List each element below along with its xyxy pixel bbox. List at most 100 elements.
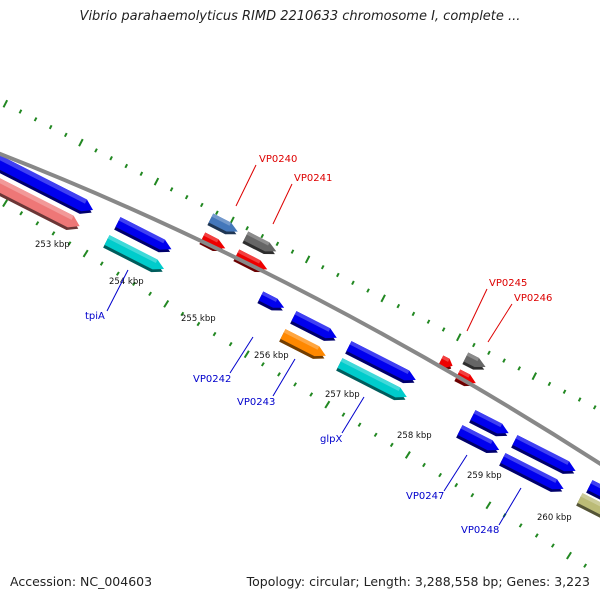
tick-mark <box>33 117 38 122</box>
tick-mark <box>2 99 9 108</box>
tick-mark <box>82 249 89 258</box>
leader-line <box>106 269 129 312</box>
topology-summary: Topology: circular; Length: 3,288,558 bp… <box>246 574 590 589</box>
leader-line <box>272 183 293 225</box>
tick-mark <box>487 350 491 356</box>
tick-mark <box>389 442 394 448</box>
gene-label[interactable]: VP0247 <box>406 491 444 502</box>
tick-marks <box>2 99 597 568</box>
kbp-label: 260 kbp <box>537 513 572 523</box>
kbp-label: 258 kbp <box>397 431 432 441</box>
gene-arrow[interactable] <box>511 435 578 478</box>
leader-line <box>272 358 296 397</box>
gene-arrow[interactable] <box>279 329 328 363</box>
tick-mark <box>243 350 250 359</box>
tick-mark <box>518 523 523 528</box>
tick-mark <box>180 311 185 317</box>
tick-mark <box>583 563 588 568</box>
leader-line <box>229 336 254 374</box>
tick-mark <box>48 124 53 130</box>
gene-arrow[interactable] <box>242 231 278 259</box>
kbp-label: 256 kbp <box>254 351 289 361</box>
tick-mark <box>502 358 506 363</box>
tick-mark <box>304 255 311 264</box>
gene-arrows <box>0 154 600 524</box>
tick-mark <box>99 261 104 266</box>
tick-mark <box>438 472 443 478</box>
tick-mark <box>245 226 249 231</box>
tick-mark <box>139 171 144 177</box>
tick-mark <box>18 109 23 114</box>
tick-mark <box>51 231 56 236</box>
tick-mark <box>148 291 153 297</box>
gene-arrow[interactable] <box>336 358 409 405</box>
tick-mark <box>67 241 72 246</box>
tick-mark <box>215 210 219 215</box>
gene-label[interactable]: VP0243 <box>237 397 275 408</box>
gene-label[interactable]: VP0240 <box>259 154 297 165</box>
tick-mark <box>153 177 160 186</box>
kbp-label: 253 kbp <box>35 240 70 250</box>
tick-mark <box>411 311 416 317</box>
tick-mark <box>373 432 378 438</box>
gene-label[interactable]: VP0245 <box>489 278 527 289</box>
tick-mark <box>228 341 233 347</box>
gene-arrow[interactable] <box>257 291 286 315</box>
gene-arrow[interactable] <box>207 213 240 239</box>
gene-arrow[interactable] <box>586 480 600 506</box>
tick-mark <box>592 405 597 410</box>
tick-mark <box>357 422 362 427</box>
gene-arrow[interactable] <box>0 177 83 234</box>
accession-text: Accession: NC_004603 <box>10 574 153 589</box>
tick-mark <box>132 281 136 286</box>
tick-mark <box>184 194 189 200</box>
leader-line <box>498 487 522 526</box>
tick-mark <box>169 187 174 192</box>
gene-label[interactable]: VP0248 <box>461 525 499 536</box>
gene-arrow[interactable] <box>469 410 511 441</box>
tick-mark <box>456 333 462 342</box>
tick-mark <box>290 249 295 254</box>
tick-mark <box>566 551 572 560</box>
tick-mark <box>212 331 217 337</box>
tick-mark <box>562 389 567 394</box>
gene-arrow[interactable] <box>103 235 166 277</box>
leader-line <box>443 454 468 492</box>
gene-arrow[interactable] <box>462 352 488 375</box>
gene-label[interactable]: glpX <box>320 434 342 445</box>
gene-label[interactable]: VP0242 <box>193 374 231 385</box>
gene-arrow[interactable] <box>456 425 502 457</box>
tick-mark <box>78 138 84 147</box>
gene-arrow[interactable] <box>0 154 96 218</box>
leader-line <box>466 288 488 332</box>
kbp-label: 259 kbp <box>467 471 502 481</box>
gene-arrow[interactable] <box>499 453 566 496</box>
tick-mark <box>260 233 265 239</box>
tick-mark <box>454 482 459 488</box>
tick-mark <box>472 342 476 348</box>
map-title: Vibrio parahaemolyticus RIMD 2210633 chr… <box>79 9 521 24</box>
tick-mark <box>163 299 170 308</box>
tick-mark <box>94 148 98 153</box>
tick-mark <box>324 400 331 409</box>
tick-mark <box>534 533 539 538</box>
tick-mark <box>550 543 555 548</box>
tick-mark <box>547 381 552 387</box>
tick-mark <box>577 397 582 402</box>
gene-label[interactable]: VP0241 <box>294 173 332 184</box>
gene-arrow[interactable] <box>114 217 174 257</box>
gene-arrow[interactable] <box>345 341 418 388</box>
tick-mark <box>531 372 538 381</box>
gene-arrow[interactable] <box>290 311 339 345</box>
leader-line <box>487 303 513 343</box>
tick-mark <box>277 372 281 377</box>
tick-mark <box>109 155 113 161</box>
gene-label[interactable]: VP0246 <box>514 293 552 304</box>
tick-mark <box>426 319 431 324</box>
gene-arrow[interactable] <box>576 493 600 524</box>
tick-mark <box>366 288 370 293</box>
gene-label[interactable]: tpiA <box>85 311 105 322</box>
tick-mark <box>115 271 120 276</box>
